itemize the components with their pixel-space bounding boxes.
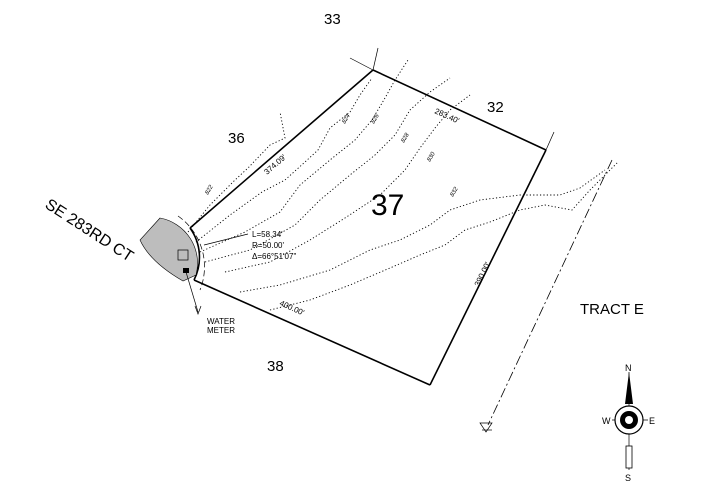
compass-e-label: E [649,416,655,426]
water-meter-label-line2: METER [207,326,235,335]
lot-32-label: 32 [487,99,504,116]
contour-label-822: 822 [205,184,216,196]
street-name-label: SE 283RD CT [42,196,136,266]
compass-w-label: W [602,416,611,426]
cul-de-sac [139,215,205,315]
contour-label-824: 824 [342,113,353,125]
contour-label-828: 828 [401,132,412,144]
compass-n-label: N [625,363,632,373]
south-line-dimension: 400.00' [278,299,306,318]
lot-36-label: 36 [228,130,245,147]
compass-s-label: S [625,473,631,483]
lot-38-label: 38 [267,358,284,375]
north-arrow: N S E W [602,363,655,483]
west-line-dimension: 374.09' [262,152,288,176]
contour-lines [187,59,619,311]
contour-label-830: 830 [427,151,438,163]
water-meter-label-line1: WATER [207,317,235,326]
contour-label-832: 832 [450,186,461,198]
tract-e-edge-line [479,159,613,433]
lot-33-label: 33 [324,11,341,28]
curve-length-label: L=58.34' [252,230,283,239]
curve-radius-label: R=50.00' [252,241,284,250]
tract-e-label: TRACT E [580,301,644,318]
curve-delta-label: Δ=66°51'07" [252,252,296,261]
curve-data: L=58.34' R=50.00' Δ=66°51'07" [203,230,296,261]
contour-label-826: 826 [371,113,382,125]
lot-37-label: 37 [371,189,404,222]
east-line-dimension: 390.00' [473,260,493,288]
lot-37-boundary [189,47,555,386]
